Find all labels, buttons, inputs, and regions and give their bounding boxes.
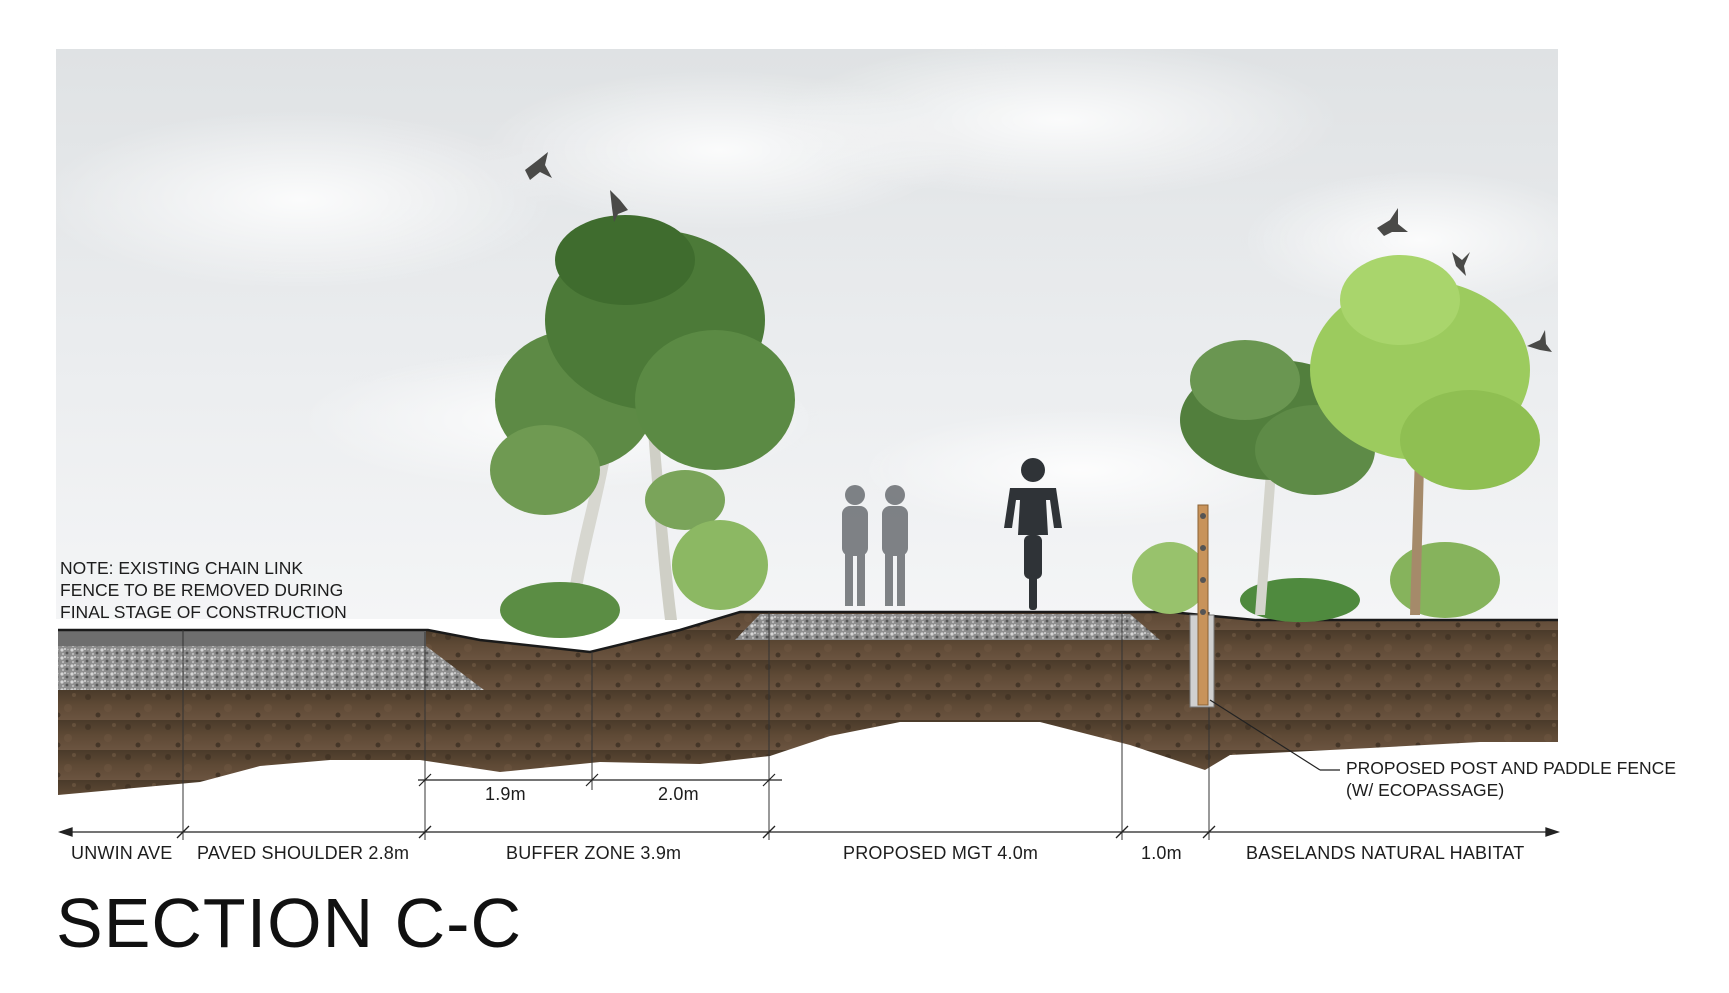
callout-line: PROPOSED POST AND PADDLE FENCE: [1346, 758, 1676, 778]
note-line: FENCE TO BE REMOVED DURING: [60, 580, 344, 600]
sub-dimension-label: 1.9m: [485, 784, 526, 804]
fence-post-icon: [1189, 504, 1215, 708]
shrub-icon: [500, 520, 1500, 638]
paved-shoulder-gravel: [58, 646, 484, 690]
section-lines: [182, 612, 1210, 840]
mgt-gravel-base: [735, 614, 1160, 640]
zone-label-buffer-zone: BUFFER ZONE 3.9m: [506, 843, 682, 863]
ground-line: [58, 610, 1558, 654]
fence-leader-line: [1209, 699, 1321, 771]
note-line: NOTE: EXISTING CHAIN LINK: [60, 558, 304, 578]
pedestrian-icon: [842, 485, 868, 606]
tree-icon: [1310, 255, 1540, 615]
section-title: SECTION C-C: [56, 884, 522, 962]
note-line: FINAL STAGE OF CONSTRUCTION: [60, 602, 347, 622]
callout-line: (W/ ECOPASSAGE): [1346, 780, 1505, 800]
tree-icon: [490, 215, 795, 620]
sub-dimension-label: 2.0m: [658, 784, 699, 804]
zone-label-paved-shoulder: PAVED SHOULDER 2.8m: [197, 843, 410, 863]
construction-note: NOTE: EXISTING CHAIN LINK FENCE TO BE RE…: [60, 557, 347, 623]
zone-label-proposed-mgt: PROPOSED MGT 4.0m: [843, 843, 1039, 863]
zone-label-baselands: BASELANDS NATURAL HABITAT: [1246, 843, 1525, 863]
fence-callout: PROPOSED POST AND PADDLE FENCE (W/ ECOPA…: [1346, 757, 1676, 801]
bird-icon: [525, 152, 1552, 352]
zone-label-fence-width: 1.0m: [1141, 843, 1182, 863]
asphalt-layer: [58, 630, 426, 646]
sub-dimension-line: [418, 773, 782, 787]
main-dimension-line: [57, 825, 1561, 839]
cyclist-icon: [1004, 458, 1062, 610]
pedestrian-icon: [882, 485, 908, 606]
zone-label-unwin-ave: UNWIN AVE: [71, 843, 173, 863]
